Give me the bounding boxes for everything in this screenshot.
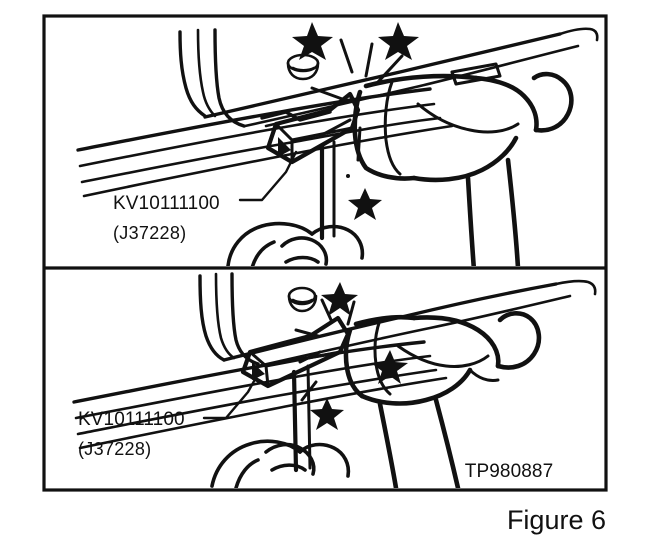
leader-line-lower (202, 372, 260, 420)
vehicle-rail-upper (76, 27, 599, 198)
impact-star (371, 350, 408, 384)
claw-hammer-lower (343, 311, 542, 488)
leader-line-upper (238, 150, 298, 202)
illustration-outer-frame (42, 14, 608, 492)
pivot-stud-lower (287, 286, 318, 313)
upper-panel: KV10111100 (J37228) (76, 22, 599, 266)
figure-caption: Figure 6 (507, 505, 606, 535)
alternate-number-label-lower: (J37228) (78, 439, 151, 459)
impact-star (378, 22, 419, 60)
drawing-code: TP980887 (465, 461, 553, 482)
punch-tool-lower (240, 315, 351, 473)
hand-upper (226, 221, 365, 266)
lower-panel: KV10111100 (J37228) TP980887 (72, 272, 597, 488)
impact-star (321, 282, 358, 316)
alternate-number-label-upper: (J37228) (113, 223, 186, 243)
impact-star (310, 398, 344, 430)
pivot-stud-upper (286, 53, 320, 81)
hand-lower (210, 439, 351, 488)
impact-stars-lower (294, 282, 408, 430)
ball-peen-hammer-upper (352, 62, 574, 266)
tool-number-label-upper: KV10111100 (113, 193, 220, 214)
tool-number-label-lower: KV10111100 (78, 409, 185, 430)
impact-star (348, 188, 382, 220)
impact-star (292, 22, 333, 60)
